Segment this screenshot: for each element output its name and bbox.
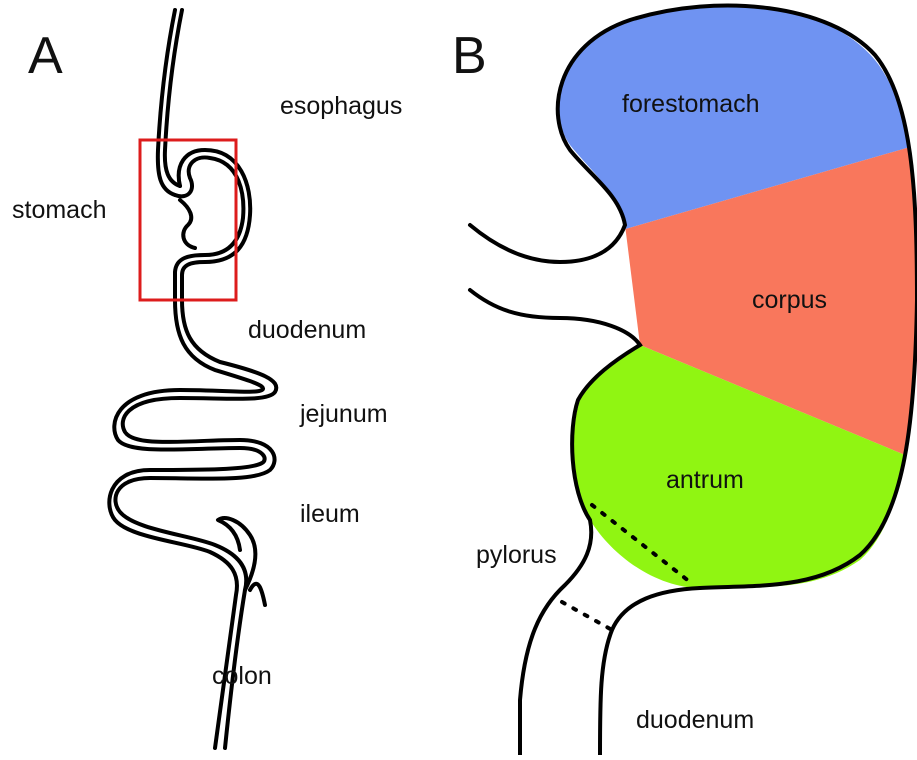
panel-b-letter: B xyxy=(452,30,487,82)
label-duodenum-a: duodenum xyxy=(248,318,366,343)
label-colon: colon xyxy=(212,664,272,689)
stomach-highlight-box xyxy=(140,140,236,300)
label-pylorus: pylorus xyxy=(476,543,557,568)
label-forestomach: forestomach xyxy=(622,92,760,117)
label-esophagus: esophagus xyxy=(280,94,402,119)
label-ileum: ileum xyxy=(300,502,360,527)
label-antrum: antrum xyxy=(666,468,744,493)
panel-a-intestine xyxy=(109,10,276,748)
stomach-fold-a xyxy=(180,200,195,248)
label-jejunum: jejunum xyxy=(300,402,388,427)
duodenum-dotted-line xyxy=(562,602,612,630)
label-stomach: stomach xyxy=(12,198,106,223)
label-duodenum-b: duodenum xyxy=(636,708,754,733)
panel-a-letter: A xyxy=(28,30,63,82)
esophagus-tube-inner xyxy=(165,10,182,186)
label-corpus: corpus xyxy=(752,288,827,313)
